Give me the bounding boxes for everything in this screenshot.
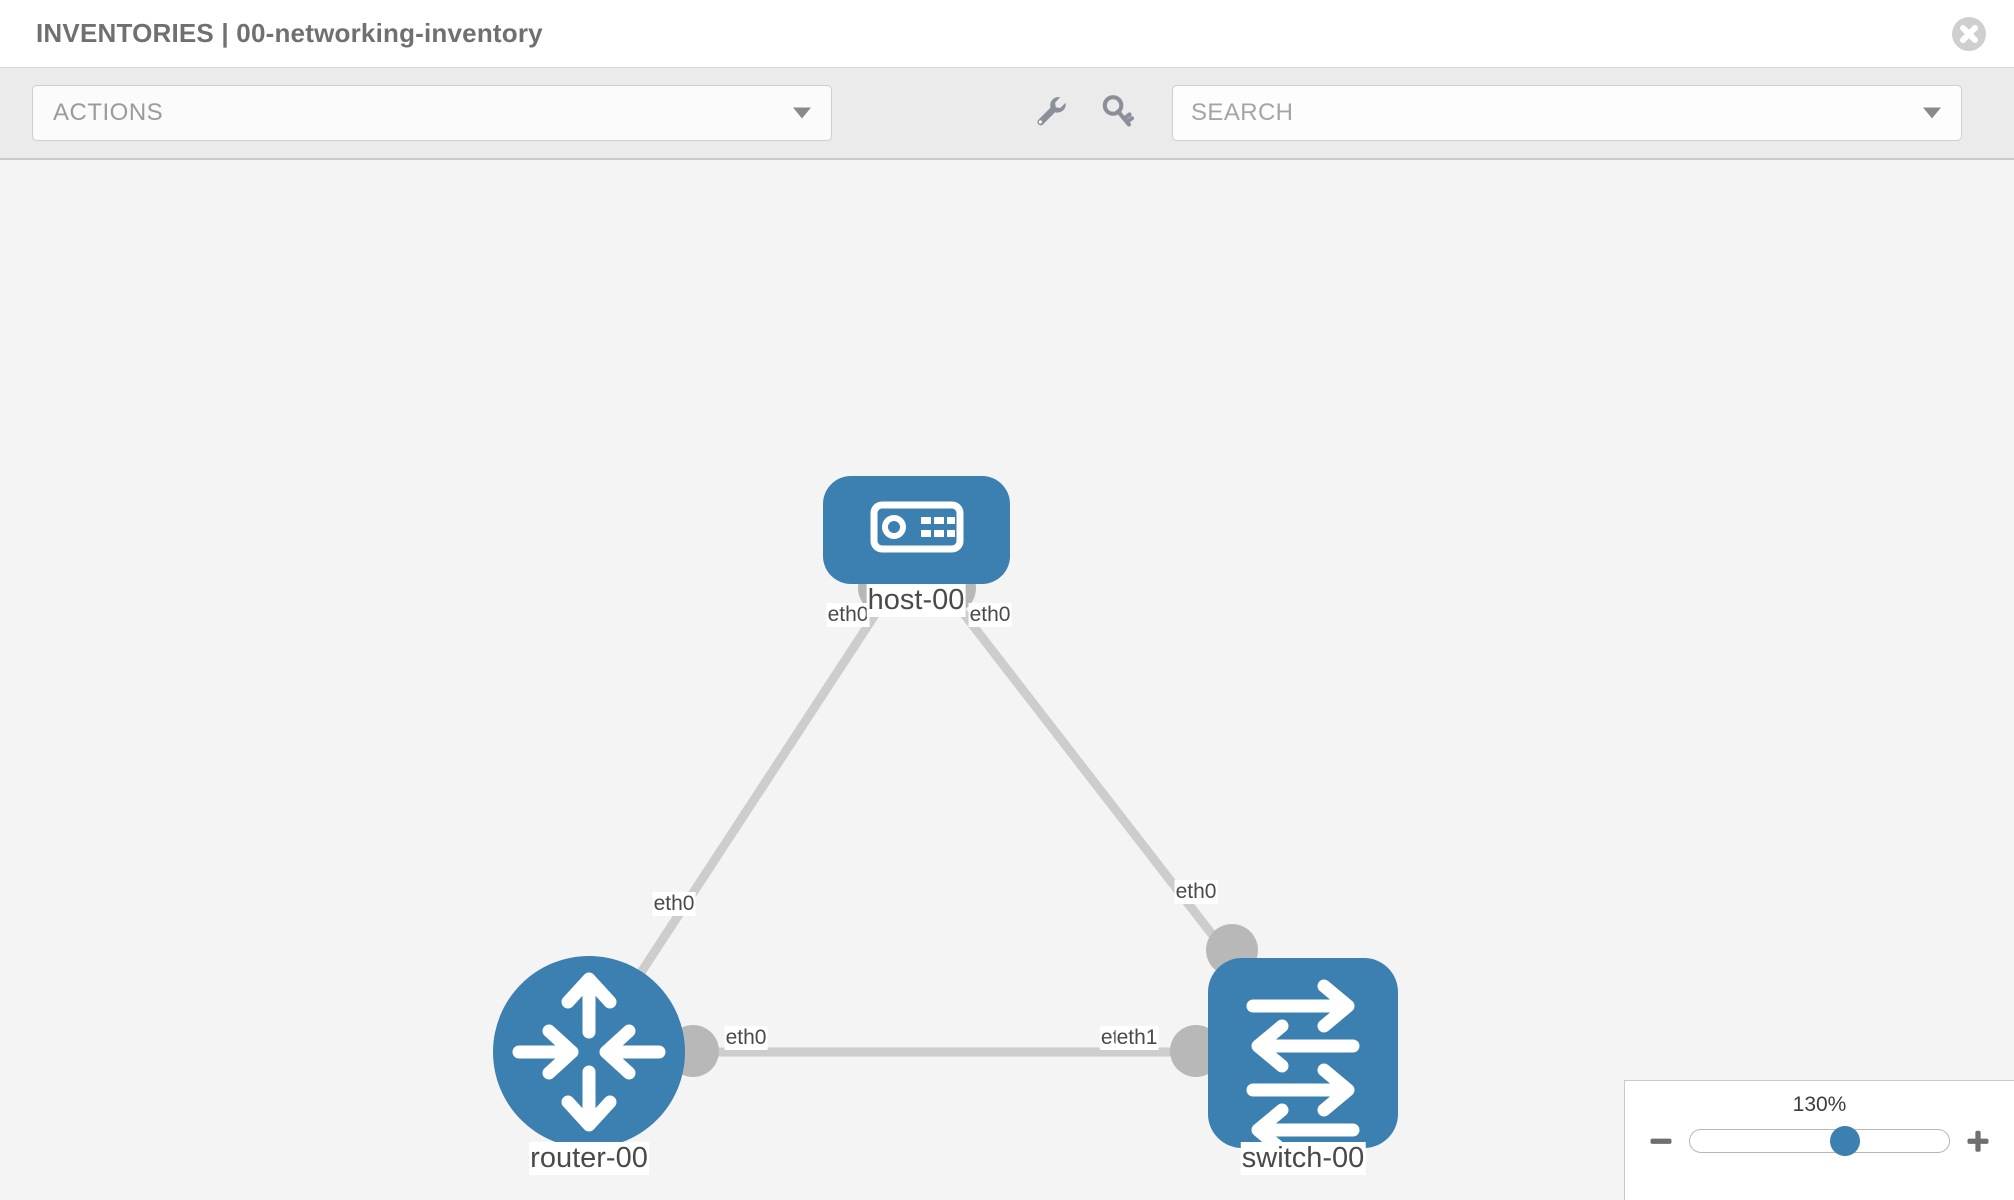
toolbar-icon-group [1032, 92, 1136, 135]
zoom-control-panel: 130% [1624, 1080, 2014, 1200]
topology-canvas[interactable]: eth0 eth0 eth0 eth0 eth0 etl eth1 host-0… [0, 160, 2014, 1200]
topology-connectors [667, 562, 1258, 1077]
iface-label-router00-up: eth0 [652, 892, 696, 917]
key-icon[interactable] [1098, 92, 1136, 135]
search-placeholder: SEARCH [1191, 99, 1294, 126]
actions-dropdown[interactable]: ACTIONS [32, 85, 832, 141]
page-header: INVENTORIES | 00-networking-inventory [0, 0, 2014, 68]
zoom-slider-track[interactable] [1689, 1126, 1950, 1156]
node-switch-00[interactable] [1208, 958, 1398, 1157]
toolbar: ACTIONS SEARCH [0, 68, 2014, 160]
node-router-00[interactable] [493, 956, 685, 1148]
iface-label-host00-right: eth0 [968, 603, 1012, 628]
page-title: INVENTORIES | 00-networking-inventory [36, 18, 543, 48]
iface-label-router00-eth0: eth0 [724, 1026, 768, 1051]
node-label-host-00: host-00 [866, 584, 966, 618]
iface-label-host00-left: eth0 [826, 603, 870, 628]
node-label-router-00: router-00 [529, 1142, 649, 1176]
node-label-switch-00: switch-00 [1240, 1142, 1366, 1176]
node-host-00[interactable] [823, 476, 1010, 584]
close-button[interactable] [1952, 16, 1986, 51]
zoom-out-button[interactable] [1647, 1127, 1675, 1155]
zoom-slider-thumb[interactable] [1830, 1126, 1861, 1156]
search-chevron-down-icon[interactable] [1923, 107, 1941, 119]
link-host00-router00[interactable] [585, 549, 920, 1055]
iface-label-switch00-eth1: eth1 [1115, 1026, 1159, 1051]
server-appliance-icon [870, 501, 964, 553]
iface-label-switch00-up: eth0 [1174, 880, 1218, 905]
close-icon [1952, 17, 1986, 51]
chevron-down-icon [793, 107, 811, 119]
zoom-level-value: 130% [1792, 1093, 1847, 1116]
zoom-in-button[interactable] [1964, 1127, 1992, 1155]
actions-dropdown-label: ACTIONS [53, 99, 164, 126]
wrench-icon[interactable] [1032, 92, 1070, 135]
topology-graph [493, 476, 1398, 1157]
zoom-slider-row [1625, 1126, 2014, 1156]
search-input[interactable]: SEARCH [1172, 85, 1962, 141]
topology-links [585, 549, 1307, 1057]
router-arrows-icon [512, 972, 666, 1132]
